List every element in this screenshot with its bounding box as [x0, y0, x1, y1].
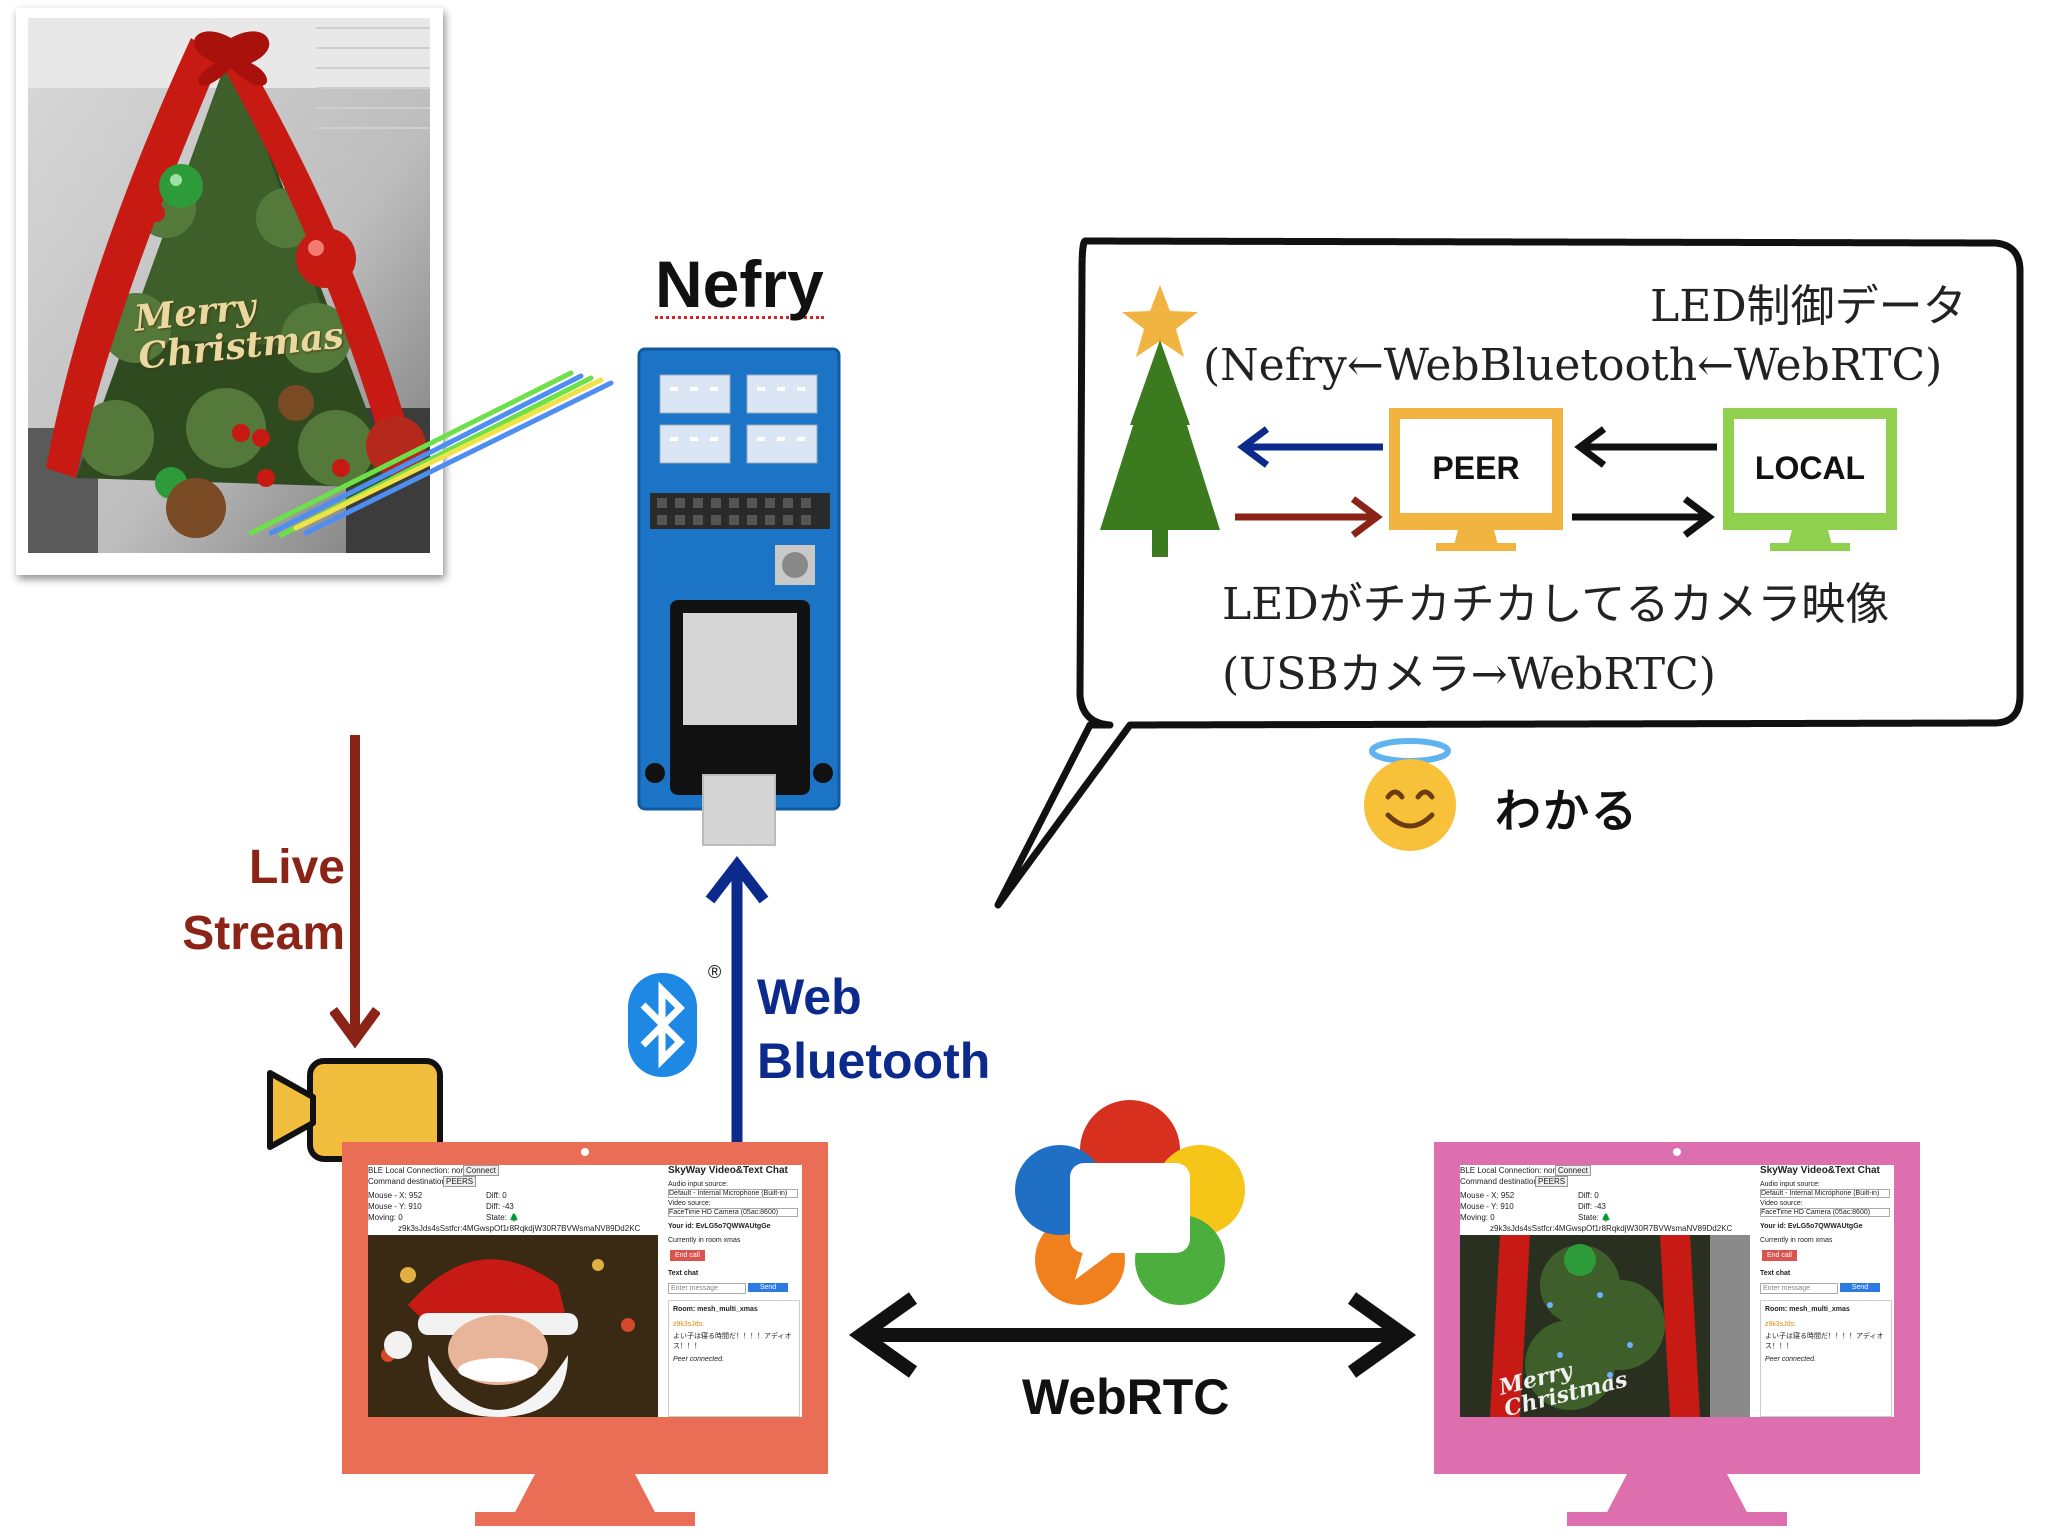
video-select[interactable]: FaceTime HD Camera (05ac:8600): [668, 1208, 798, 1217]
connect-button[interactable]: Connect: [463, 1165, 499, 1176]
moving: Moving: 0: [1460, 1213, 1495, 1222]
command-destination: Command destination:: [368, 1177, 449, 1186]
peer-label: PEER: [1432, 450, 1520, 486]
christmas-tree-photo: Merry Christmas: [16, 8, 614, 575]
connect-button[interactable]: Connect: [1555, 1165, 1591, 1176]
text-chat-label: Text chat: [1760, 1270, 1791, 1277]
peer-monitor: [1389, 408, 1563, 551]
chat-log: Room: mesh_multi_xmas z9k3sJds: よい子は寝る時間…: [668, 1300, 800, 1417]
santa-video: [368, 1235, 658, 1417]
nefry-board: [637, 347, 841, 846]
mouse-x: Mouse - X: 952: [1460, 1191, 1515, 1200]
room-status: Currently in room xmas: [668, 1237, 741, 1244]
diff-x: Diff: 0: [486, 1191, 507, 1200]
message-input[interactable]: Enter message: [668, 1283, 746, 1294]
live-stream-arrow: [330, 735, 380, 1049]
peer-connected: Peer connected.: [1765, 1356, 1816, 1363]
diff-y: Diff: -43: [486, 1202, 514, 1211]
led-control-data-text: LED制御データ: [1650, 281, 1967, 332]
webrtc-double-arrow: [848, 1292, 1417, 1378]
end-call-button[interactable]: End call: [1762, 1250, 1797, 1261]
webrtc-label: WebRTC: [1022, 1369, 1230, 1425]
app-title: SkyWay Video&Text Chat: [668, 1165, 788, 1176]
text-chat-label: Text chat: [668, 1270, 699, 1277]
ble-status: BLE Local Connection: none: [368, 1166, 470, 1175]
video-label: Video source:: [668, 1200, 711, 1207]
video-label: Video source:: [1760, 1200, 1803, 1207]
audio-label: Audio input source:: [668, 1181, 728, 1188]
your-id: Your id: EvLG5o7QWWAUtgGe: [1760, 1223, 1863, 1230]
web-bluetooth-label: Web Bluetooth: [757, 965, 990, 1093]
webrtc-logo-icon: [1015, 1100, 1245, 1305]
web-label-line1: Web: [757, 969, 862, 1025]
room-name: Room: mesh_multi_xmas: [1765, 1306, 1850, 1313]
left-screen: BLE Local Connection: none Command desti…: [368, 1165, 802, 1417]
led-control-path-text: (Nefry←WebBluetooth←WebRTC): [1203, 340, 1943, 391]
peer-to-local-arrow: [1572, 496, 1715, 538]
bluetooth-icon: [628, 973, 697, 1077]
right-screen: BLE Local Connection: none Command desti…: [1460, 1165, 1894, 1417]
mouse-y: Mouse - Y: 910: [1460, 1202, 1514, 1211]
video-camera-icon: [267, 1058, 443, 1162]
peer-hash: z9k3sJds4sSstfcr:4MGwspOf1r8RqkdjW30R7BV…: [398, 1224, 641, 1233]
room-name: Room: mesh_multi_xmas: [673, 1306, 758, 1313]
send-button[interactable]: Send: [748, 1283, 788, 1292]
tree-to-peer-arrow: [1235, 496, 1383, 538]
nefry-title: Nefry: [655, 247, 824, 321]
audio-select[interactable]: Default - Internal Microphone (Built-in): [1760, 1189, 1890, 1198]
peers-button[interactable]: PEERS: [443, 1176, 477, 1187]
message-input[interactable]: Enter message: [1760, 1283, 1838, 1294]
message-text: よい子は寝る時間だ！！！！アディオス！！！: [1765, 1333, 1884, 1350]
message-text: よい子は寝る時間だ！！！！アディオス！！！: [673, 1333, 792, 1350]
message-user: z9k3sJds:: [1765, 1321, 1797, 1328]
peer-hash: z9k3sJds4sSstfcr:4MGwspOf1r8RqkdjW30R7BV…: [1490, 1224, 1733, 1233]
diff-x: Diff: 0: [1578, 1191, 1599, 1200]
mouse-y: Mouse - Y: 910: [368, 1202, 422, 1211]
ble-status: BLE Local Connection: none: [1460, 1166, 1562, 1175]
diff-y: Diff: -43: [1578, 1202, 1606, 1211]
audio-label: Audio input source:: [1760, 1181, 1820, 1188]
christmas-tree-icon: [1100, 285, 1220, 557]
speech-bubble: [994, 237, 2024, 909]
local-monitor: [1723, 408, 1897, 551]
web-bluetooth-arrow: [705, 855, 769, 1160]
moving: Moving: 0: [368, 1213, 403, 1222]
send-button[interactable]: Send: [1840, 1283, 1880, 1292]
app-title: SkyWay Video&Text Chat: [1760, 1165, 1880, 1176]
room-status: Currently in room xmas: [1760, 1237, 1833, 1244]
peer-to-tree-arrow: [1237, 426, 1383, 468]
camera-video-text: LEDがチカチカしてるカメラ映像: [1222, 579, 1890, 630]
chat-log: Room: mesh_multi_xmas z9k3sJds: よい子は寝る時間…: [1760, 1300, 1892, 1417]
wakaru-text: わかる: [1495, 784, 1639, 838]
mouse-x: Mouse - X: 952: [368, 1191, 423, 1200]
message-user: z9k3sJds:: [673, 1321, 705, 1328]
live-label-line2: Stream: [182, 907, 345, 960]
peer-connected: Peer connected.: [673, 1356, 724, 1363]
peers-button[interactable]: PEERS: [1535, 1176, 1569, 1187]
web-label-line2: Bluetooth: [757, 1033, 991, 1089]
registered-mark: ®: [708, 962, 722, 982]
command-destination: Command destination:: [1460, 1177, 1541, 1186]
local-to-peer-arrow: [1574, 426, 1717, 468]
local-label: LOCAL: [1754, 450, 1866, 486]
live-stream-label: Live Stream: [150, 835, 345, 967]
audio-select[interactable]: Default - Internal Microphone (Built-in): [668, 1189, 798, 1198]
camera-path-text: (USBカメラ→WebRTC): [1222, 649, 1716, 700]
live-label-line1: Live: [248, 841, 345, 894]
end-call-button[interactable]: End call: [670, 1250, 705, 1261]
your-id: Your id: EvLG5o7QWWAUtgGe: [668, 1223, 771, 1230]
video-select[interactable]: FaceTime HD Camera (05ac:8600): [1760, 1208, 1890, 1217]
tree-video: [1460, 1235, 1750, 1417]
state: State: 🌲: [1578, 1213, 1612, 1222]
state: State: 🌲: [486, 1213, 520, 1222]
smiling-angel-icon: [1364, 738, 1456, 851]
